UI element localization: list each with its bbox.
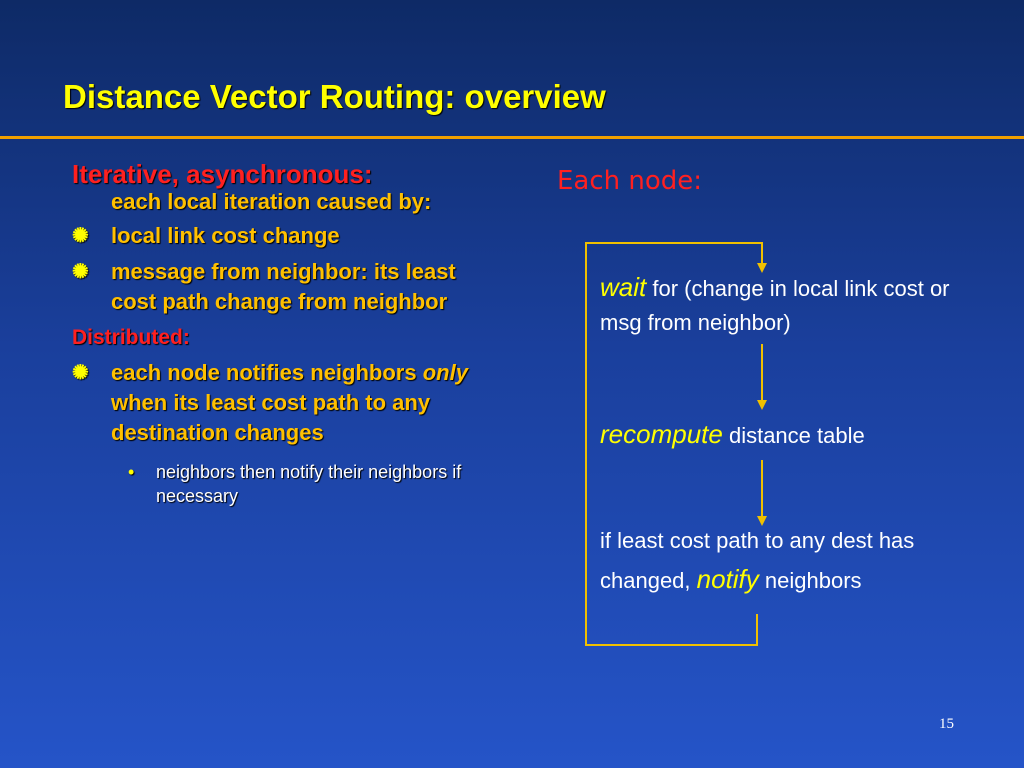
step-wait: wait for (change in local link cost or m…	[600, 270, 980, 340]
step-notify-text-end: neighbors	[758, 568, 862, 593]
step-notify-text-start: if least cost path to any dest has chang…	[600, 528, 915, 593]
step-notify: if least cost path to any dest has chang…	[600, 522, 970, 600]
bullet-text: message from neighbor: its least cost pa…	[111, 259, 456, 314]
sub-bullet-neighbors-notify: • neighbors then notify their neighbors …	[128, 460, 476, 508]
page-number: 15	[939, 716, 954, 732]
arrowhead-icon	[757, 400, 767, 410]
heading-distributed: Distributed:	[72, 326, 190, 349]
bullet-text-end: when its least cost path to any destinat…	[111, 390, 431, 445]
step-recompute-text: distance table	[722, 423, 865, 448]
bullet-message-from-neighbor: ✺ message from neighbor: its least cost …	[72, 257, 492, 317]
sunburst-bullet-icon: ✺	[72, 362, 89, 384]
step-wait-text: for (change in local link cost or msg fr…	[600, 276, 950, 335]
heading-iterative: Iterative, asynchronous:	[72, 159, 373, 189]
dot-bullet-icon: •	[128, 462, 135, 482]
step-wait-emphasis: wait	[600, 272, 647, 302]
bullet-text: local link cost change	[111, 223, 340, 248]
sunburst-bullet-icon: ✺	[72, 225, 89, 247]
heading-iterative-subtext: each local iteration caused by:	[111, 189, 432, 214]
step-recompute: recompute distance table	[600, 417, 980, 453]
title-divider	[0, 136, 1024, 139]
left-column: Iterative, asynchronous: each local iter…	[72, 160, 492, 508]
step-recompute-emphasis: recompute	[600, 419, 723, 449]
bullet-node-notifies: ✺ each node notifies neighbors only when…	[72, 358, 492, 448]
sub-bullet-text: neighbors then notify their neighbors if…	[156, 462, 462, 506]
slide-title: Distance Vector Routing: overview	[63, 78, 606, 115]
sunburst-bullet-icon: ✺	[72, 261, 89, 283]
bullet-local-link-cost: ✺ local link cost change	[72, 221, 492, 251]
bullet-text-emphasis: only	[422, 360, 468, 385]
bullet-text-start: each node notifies neighbors	[111, 360, 423, 385]
each-node-heading: Each node:	[557, 166, 703, 196]
step-notify-emphasis: notify	[696, 564, 759, 594]
